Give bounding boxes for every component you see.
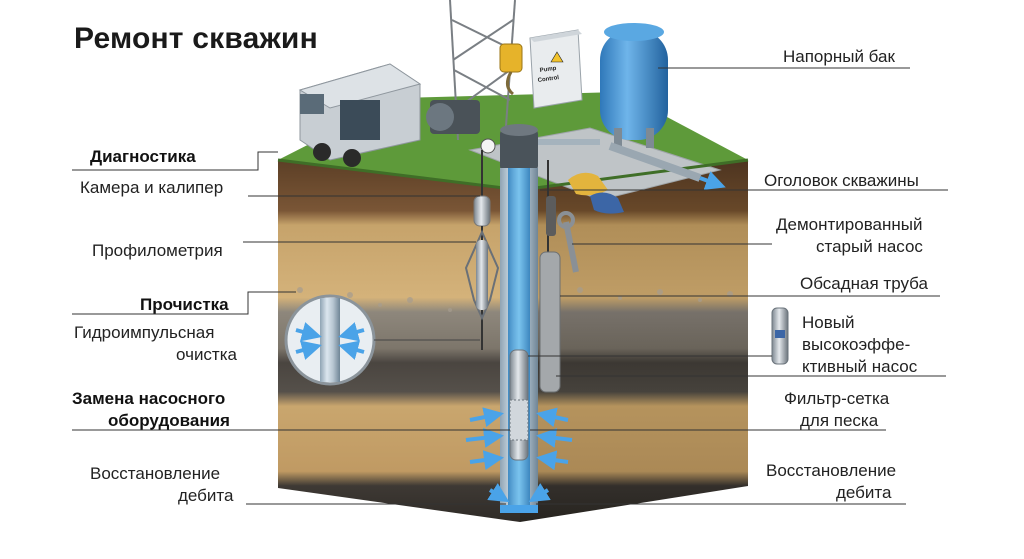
well-casing bbox=[500, 168, 538, 513]
camera-probe bbox=[473, 150, 491, 227]
label-filter-line2: для песка bbox=[800, 411, 879, 430]
new-pump-floating bbox=[771, 307, 789, 365]
label-camera-caliper: Камера и калипер bbox=[80, 178, 224, 197]
label-restore-left-line2: дебита bbox=[178, 486, 234, 505]
label-filter-line1: Фильтр-сетка bbox=[784, 389, 890, 408]
service-trailer bbox=[298, 63, 422, 167]
pump-control-box: Pump Control bbox=[529, 29, 583, 109]
ground-front-face bbox=[278, 160, 520, 522]
inflow-arrows bbox=[465, 407, 573, 503]
leader-lines bbox=[72, 67, 948, 505]
label-new-pump-line3: ктивный насос bbox=[802, 357, 918, 376]
wrench-icon bbox=[557, 211, 579, 273]
label-cleaning: Прочистка bbox=[140, 295, 229, 314]
profilometer-tool bbox=[464, 226, 500, 350]
label-new-pump-line1: Новый bbox=[802, 313, 855, 332]
label-replace-line2: оборудования bbox=[108, 411, 230, 430]
label-profilometry: Профилометрия bbox=[92, 241, 223, 260]
hydro-cleaning-magnifier bbox=[284, 294, 480, 386]
label-casing: Обсадная труба bbox=[800, 274, 928, 293]
pressure-tank-illustration bbox=[600, 23, 726, 190]
pump-control-text-2: Control bbox=[537, 75, 559, 84]
pump-control-text-1: Pump bbox=[539, 66, 557, 74]
label-pressure-tank: Напорный бак bbox=[783, 47, 895, 66]
label-diagnostics: Диагностика bbox=[90, 147, 196, 166]
old-pump-illustration bbox=[539, 160, 561, 393]
new-pump-in-well bbox=[509, 349, 529, 461]
label-restore-right-line1: Восстановление bbox=[766, 461, 897, 480]
label-new-pump-line2: высокоэффе- bbox=[802, 335, 911, 354]
label-wellhead: Оголовок скважины bbox=[764, 171, 919, 190]
winch-motor bbox=[426, 100, 480, 134]
ground-side-face bbox=[520, 160, 748, 522]
label-old-pump-line2: старый насос bbox=[816, 237, 923, 256]
label-hydro-line1: Гидроимпульсная bbox=[74, 323, 215, 342]
diagram-title: Ремонт скважин bbox=[74, 22, 318, 55]
crane-hook bbox=[499, 43, 523, 96]
label-restore-left-line1: Восстановление bbox=[90, 464, 221, 483]
wellhead-illustration bbox=[480, 124, 600, 170]
label-restore-right-line2: дебита bbox=[836, 483, 892, 502]
label-replace-line1: Замена насосного bbox=[72, 389, 226, 408]
label-old-pump-line1: Демонтированный bbox=[776, 215, 923, 234]
label-hydro-line2: очистка bbox=[176, 345, 237, 364]
